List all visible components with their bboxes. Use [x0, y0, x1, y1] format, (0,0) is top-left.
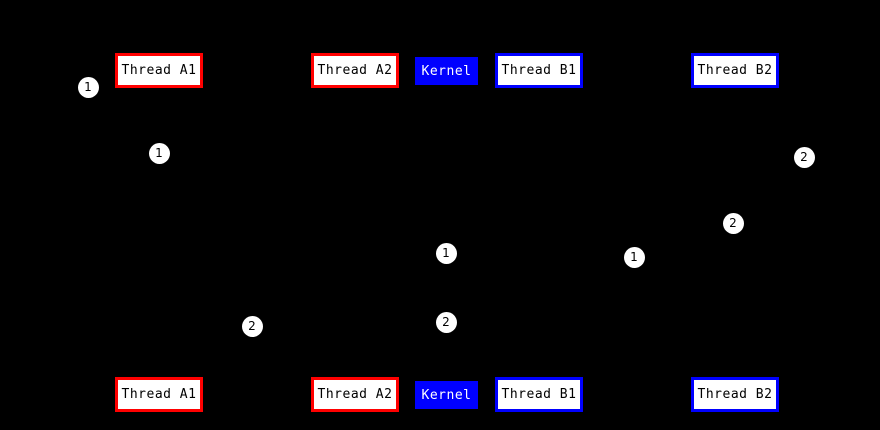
participant-bottom-thread-a2[interactable]: Thread A2: [311, 377, 399, 412]
msg-1-a1-in: [70, 88, 159, 89]
participant-top-kernel[interactable]: Kernel: [415, 57, 478, 85]
badge-msg-2-b2-in[interactable]: 2: [793, 146, 815, 168]
msg-1-a1-a2: [159, 153, 355, 154]
msg-2-b2-in: [735, 157, 820, 158]
participant-label: Kernel: [421, 63, 472, 79]
participant-top-thread-a2[interactable]: Thread A2: [311, 53, 399, 88]
badge-msg-1-b1-k[interactable]: 1: [623, 246, 645, 268]
participant-top-thread-a1[interactable]: Thread A1: [115, 53, 203, 88]
participant-label: Thread B1: [501, 63, 577, 78]
participant-top-thread-b1[interactable]: Thread B1: [495, 53, 583, 88]
badge-msg-2-a2-a1[interactable]: 2: [241, 315, 263, 337]
participant-label: Thread B2: [697, 387, 773, 402]
msg-1-a2-k: [355, 253, 446, 254]
participant-bottom-kernel[interactable]: Kernel: [415, 381, 478, 409]
participant-bottom-thread-b1[interactable]: Thread B1: [495, 377, 583, 412]
badge-msg-1-a1-a2[interactable]: 1: [148, 142, 170, 164]
msg-1-b1-k: [539, 257, 634, 258]
lifeline-thread-b1: [539, 88, 540, 377]
participant-label: Kernel: [421, 387, 472, 403]
participant-top-thread-b2[interactable]: Thread B2: [691, 53, 779, 88]
participant-bottom-thread-b2[interactable]: Thread B2: [691, 377, 779, 412]
participant-bottom-thread-a1[interactable]: Thread A1: [115, 377, 203, 412]
lifeline-thread-a2: [355, 88, 356, 377]
msg-2-k-a2: [355, 322, 446, 323]
participant-label: Thread A2: [317, 63, 393, 78]
msg-2-b2-b1: [539, 223, 735, 224]
participant-label: Thread A1: [121, 387, 197, 402]
participant-label: Thread B2: [697, 63, 773, 78]
badge-msg-2-b2-b1[interactable]: 2: [722, 212, 744, 234]
lifeline-kernel: [446, 85, 447, 381]
lifeline-thread-a1: [159, 88, 160, 377]
participant-label: Thread B1: [501, 387, 577, 402]
badge-msg-2-k-a2[interactable]: 2: [435, 311, 457, 333]
participant-label: Thread A2: [317, 387, 393, 402]
badge-msg-1-a1-in[interactable]: 1: [77, 76, 99, 98]
participant-label: Thread A1: [121, 63, 197, 78]
badge-msg-1-a2-k[interactable]: 1: [435, 242, 457, 264]
